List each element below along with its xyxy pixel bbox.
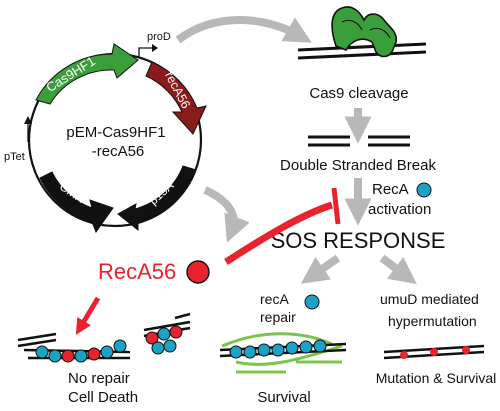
prod-label: proD <box>147 31 171 43</box>
umud-label-1: umuD mediated <box>380 291 479 307</box>
cas9hf1-gene <box>35 43 139 105</box>
reca-protein-icon <box>416 182 432 198</box>
dna-strand-top <box>297 42 427 52</box>
mutation-label: Mutation & Survival <box>376 370 497 386</box>
inhibition-bar <box>331 187 341 225</box>
reca56-gene <box>145 61 207 135</box>
survival-label: Survival <box>257 389 310 406</box>
p15a-origin <box>117 165 197 232</box>
reca-activation-label-2: activation <box>368 201 431 218</box>
mutation-dna-illustration <box>383 344 485 360</box>
reca-repair-label-1: recA <box>260 291 289 307</box>
survival-dna-illustration <box>219 332 347 374</box>
inhibition-line <box>224 201 334 265</box>
reca56-protein-icon <box>186 260 210 284</box>
cas9-cleavage-label: Cas9 cleavage <box>309 85 408 102</box>
reca-repair-protein-icon <box>304 294 320 310</box>
cell-death-label: Cell Death <box>68 389 138 406</box>
arrow-plasmid-to-cas9 <box>175 16 312 44</box>
umud-label-2: hypermutation <box>388 313 477 329</box>
arrow-sos-to-hypermutation <box>379 254 417 285</box>
cas9-on-dna <box>297 6 427 60</box>
dsb-label: Double Stranded Break <box>280 157 436 174</box>
cas9-protein <box>331 6 398 58</box>
double-strand-break-icon <box>308 135 410 147</box>
arrow-reca56-to-death <box>75 296 101 335</box>
sos-response-label: SOS RESPONSE <box>271 228 446 253</box>
reca-activation-label-1: RecA <box>372 181 409 198</box>
reca56-label: RecA56 <box>98 259 176 284</box>
plasmid-name-line2: -recA56 <box>92 143 145 160</box>
no-repair-dna-illustration <box>17 312 191 363</box>
cas9hf1-gene-label: Cas9HF1 <box>43 53 98 95</box>
plasmid-map: Cas9HF1 recA56 p15A CmR pEM-Cas9HF1 -rec… <box>4 31 207 234</box>
no-repair-label: No repair <box>68 370 130 387</box>
arrow-sos-to-repair <box>300 254 341 284</box>
prod-promoter-arrow <box>138 44 158 58</box>
reca-repair-label-2: repair <box>260 309 296 325</box>
ptet-promoter-arrow <box>24 116 32 142</box>
dna-strand-bottom <box>297 50 427 60</box>
ptet-label: pTet <box>4 151 25 163</box>
plasmid-name-line1: pEM-Cas9HF1 <box>66 124 165 141</box>
cmr-gene <box>39 171 114 234</box>
arrow-plasmid-to-reca56 <box>203 186 250 243</box>
